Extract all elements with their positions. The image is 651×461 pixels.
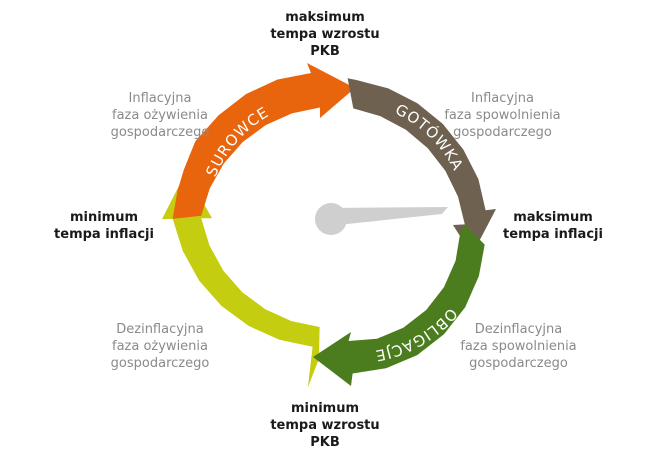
point-right-line-2: tempa inflacji (503, 227, 603, 242)
point-right-line-1: maksimum (513, 210, 593, 225)
phase-bottom-right-line-3: gospodarczego (469, 356, 568, 371)
needle-hub (315, 203, 347, 235)
point-bottom-line-1: minimum (290, 401, 360, 416)
point-left-line-2: tempa inflacji (54, 227, 154, 242)
needle-blade (328, 207, 448, 226)
phase-bottom-right-line-1: Dezinflacyjna (474, 322, 563, 337)
point-bottom-line-2: tempa wzrostu (270, 418, 380, 433)
phase-bottom-left-line-2: faza ożywienia (112, 339, 208, 354)
point-bottom-line-3: PKB (310, 435, 340, 450)
phase-top-right-line-3: gospodarczego (453, 125, 552, 140)
point-top-line-1: maksimum (285, 10, 365, 25)
gotowka-arrow (347, 78, 496, 255)
point-top: maksimum tempa wzrostu PKB (265, 9, 385, 60)
point-left-line-1: minimum (69, 210, 139, 225)
phase-top-right: Inflacyjna faza spowolnienia gospodarcze… (420, 90, 585, 141)
point-left: minimum tempa inflacji (49, 209, 159, 243)
akcje-arrow (162, 172, 320, 388)
phase-bottom-right: Dezinflacyjna faza spowolnienia gospodar… (436, 321, 601, 372)
phase-top-left-line-3: gospodarczego (110, 125, 210, 140)
obligacje-arrow (313, 224, 485, 386)
point-bottom: minimum tempa wzrostu PKB (265, 400, 385, 451)
phase-top-right-line-1: Inflacyjna (471, 91, 534, 106)
phase-top-left-line-1: Inflacyjna (128, 91, 192, 106)
phase-bottom-left-line-1: Dezinflacyjna (116, 322, 204, 337)
point-right: maksimum tempa inflacji (498, 209, 608, 243)
point-top-line-3: PKB (310, 44, 340, 59)
surowce-arrow (172, 63, 355, 219)
phase-top-left: Inflacyjna faza ożywienia gospodarczego (80, 90, 240, 141)
phase-bottom-left: Dezinflacyjna faza ożywienia gospodarcze… (80, 321, 240, 372)
phase-top-right-line-2: faza spowolnienia (444, 108, 561, 123)
point-top-line-2: tempa wzrostu (270, 27, 380, 42)
phase-bottom-left-line-3: gospodarczego (110, 356, 210, 371)
phase-top-left-line-2: faza ożywienia (112, 108, 208, 123)
phase-bottom-right-line-2: faza spowolnienia (460, 339, 577, 354)
